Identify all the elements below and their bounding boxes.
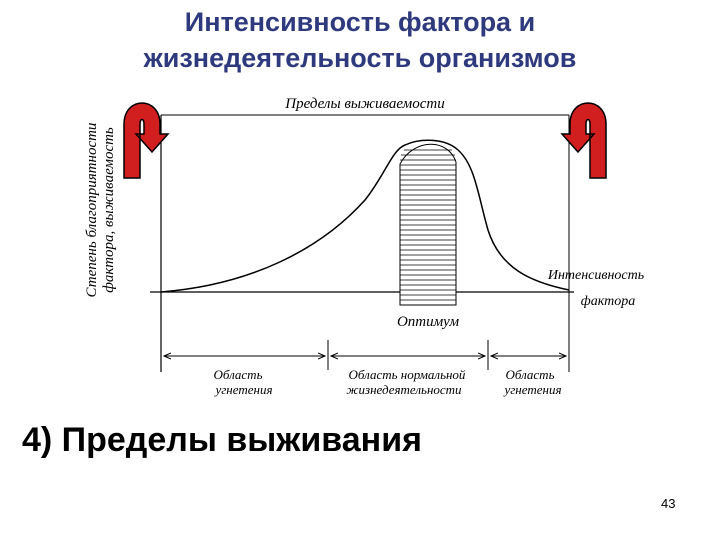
left-uturn-arrow-icon	[123, 102, 170, 179]
x-axis-label-line-2: фактора	[581, 294, 635, 309]
title-line-1: Интенсивность фактора и	[184, 7, 536, 37]
optimum-label: Оптимум	[397, 314, 460, 330]
survival-limits-label: Пределы выживаемости	[284, 96, 445, 112]
y-axis-label-line-1: Степень благоприятности	[84, 123, 100, 298]
zone-right-line-1: Область	[505, 367, 554, 382]
title-line-2: жизнедеятельность организмов	[143, 43, 577, 73]
tolerance-curve	[160, 139, 570, 293]
right-uturn-arrow-icon	[560, 102, 607, 179]
slide-title: Интенсивность фактора и жизнедеятельност…	[0, 4, 720, 76]
zone-middle-line-1: Область нормальной	[349, 367, 466, 382]
x-axis-label-line-1: Интенсивность	[547, 268, 644, 283]
y-axis-label-line-2: фактора, выживаемость	[101, 127, 117, 293]
optimum-hatch	[399, 143, 457, 306]
zone-left-line-1: Область	[213, 367, 262, 382]
page-number: 43	[661, 496, 676, 511]
slide-subtitle: 4) Пределы выживания	[22, 421, 422, 459]
zone-left-line-2: угнетения	[213, 382, 272, 397]
zone-right-line-2: угнетения	[502, 382, 561, 397]
zone-middle-line-2: жизнедеятельности	[346, 382, 462, 397]
